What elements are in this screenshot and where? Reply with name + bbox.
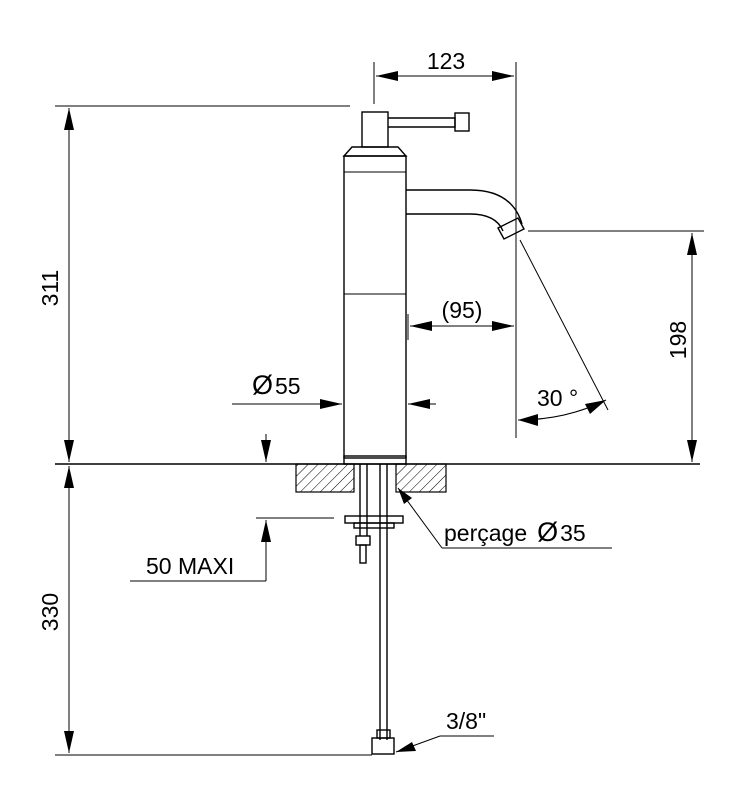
drilling-diameter-symbol: Ø xyxy=(537,517,558,547)
angle-30-label: 30 ° xyxy=(537,385,578,411)
drilling-label: perçage Ø35 xyxy=(444,517,586,547)
dimension-198 xyxy=(528,230,704,462)
drilling-diameter-value: 35 xyxy=(560,520,586,546)
lever-handle xyxy=(388,112,470,132)
dimension-330-label: 330 xyxy=(37,593,63,631)
dimension-diameter-55-label: Ø55 xyxy=(252,370,301,400)
dimension-50-maxi xyxy=(130,434,334,582)
mounting-shank xyxy=(344,464,404,755)
max-deck-thickness-label: 50 MAXI xyxy=(146,553,234,579)
dimension-330 xyxy=(55,466,372,756)
thread-size-label: 3/8" xyxy=(446,708,486,734)
dimension-311 xyxy=(55,105,350,462)
dimension-95-label: (95) xyxy=(442,297,483,323)
dimension-198-label: 198 xyxy=(665,321,691,359)
spout xyxy=(406,189,525,240)
countertop-section-hatch xyxy=(295,463,447,493)
dimension-95 xyxy=(407,314,514,340)
angle-30-degrees xyxy=(515,239,609,426)
faucet-body xyxy=(342,111,408,465)
dimension-123-label: 123 xyxy=(427,48,465,74)
drilling-text: perçage xyxy=(444,520,527,546)
dimension-311-label: 311 xyxy=(37,270,63,307)
diameter-value: 55 xyxy=(275,373,301,399)
drilling-leader xyxy=(397,487,612,549)
diameter-symbol: Ø xyxy=(252,370,273,400)
dimension-diameter-55 xyxy=(232,392,436,452)
thread-leader xyxy=(395,735,494,753)
